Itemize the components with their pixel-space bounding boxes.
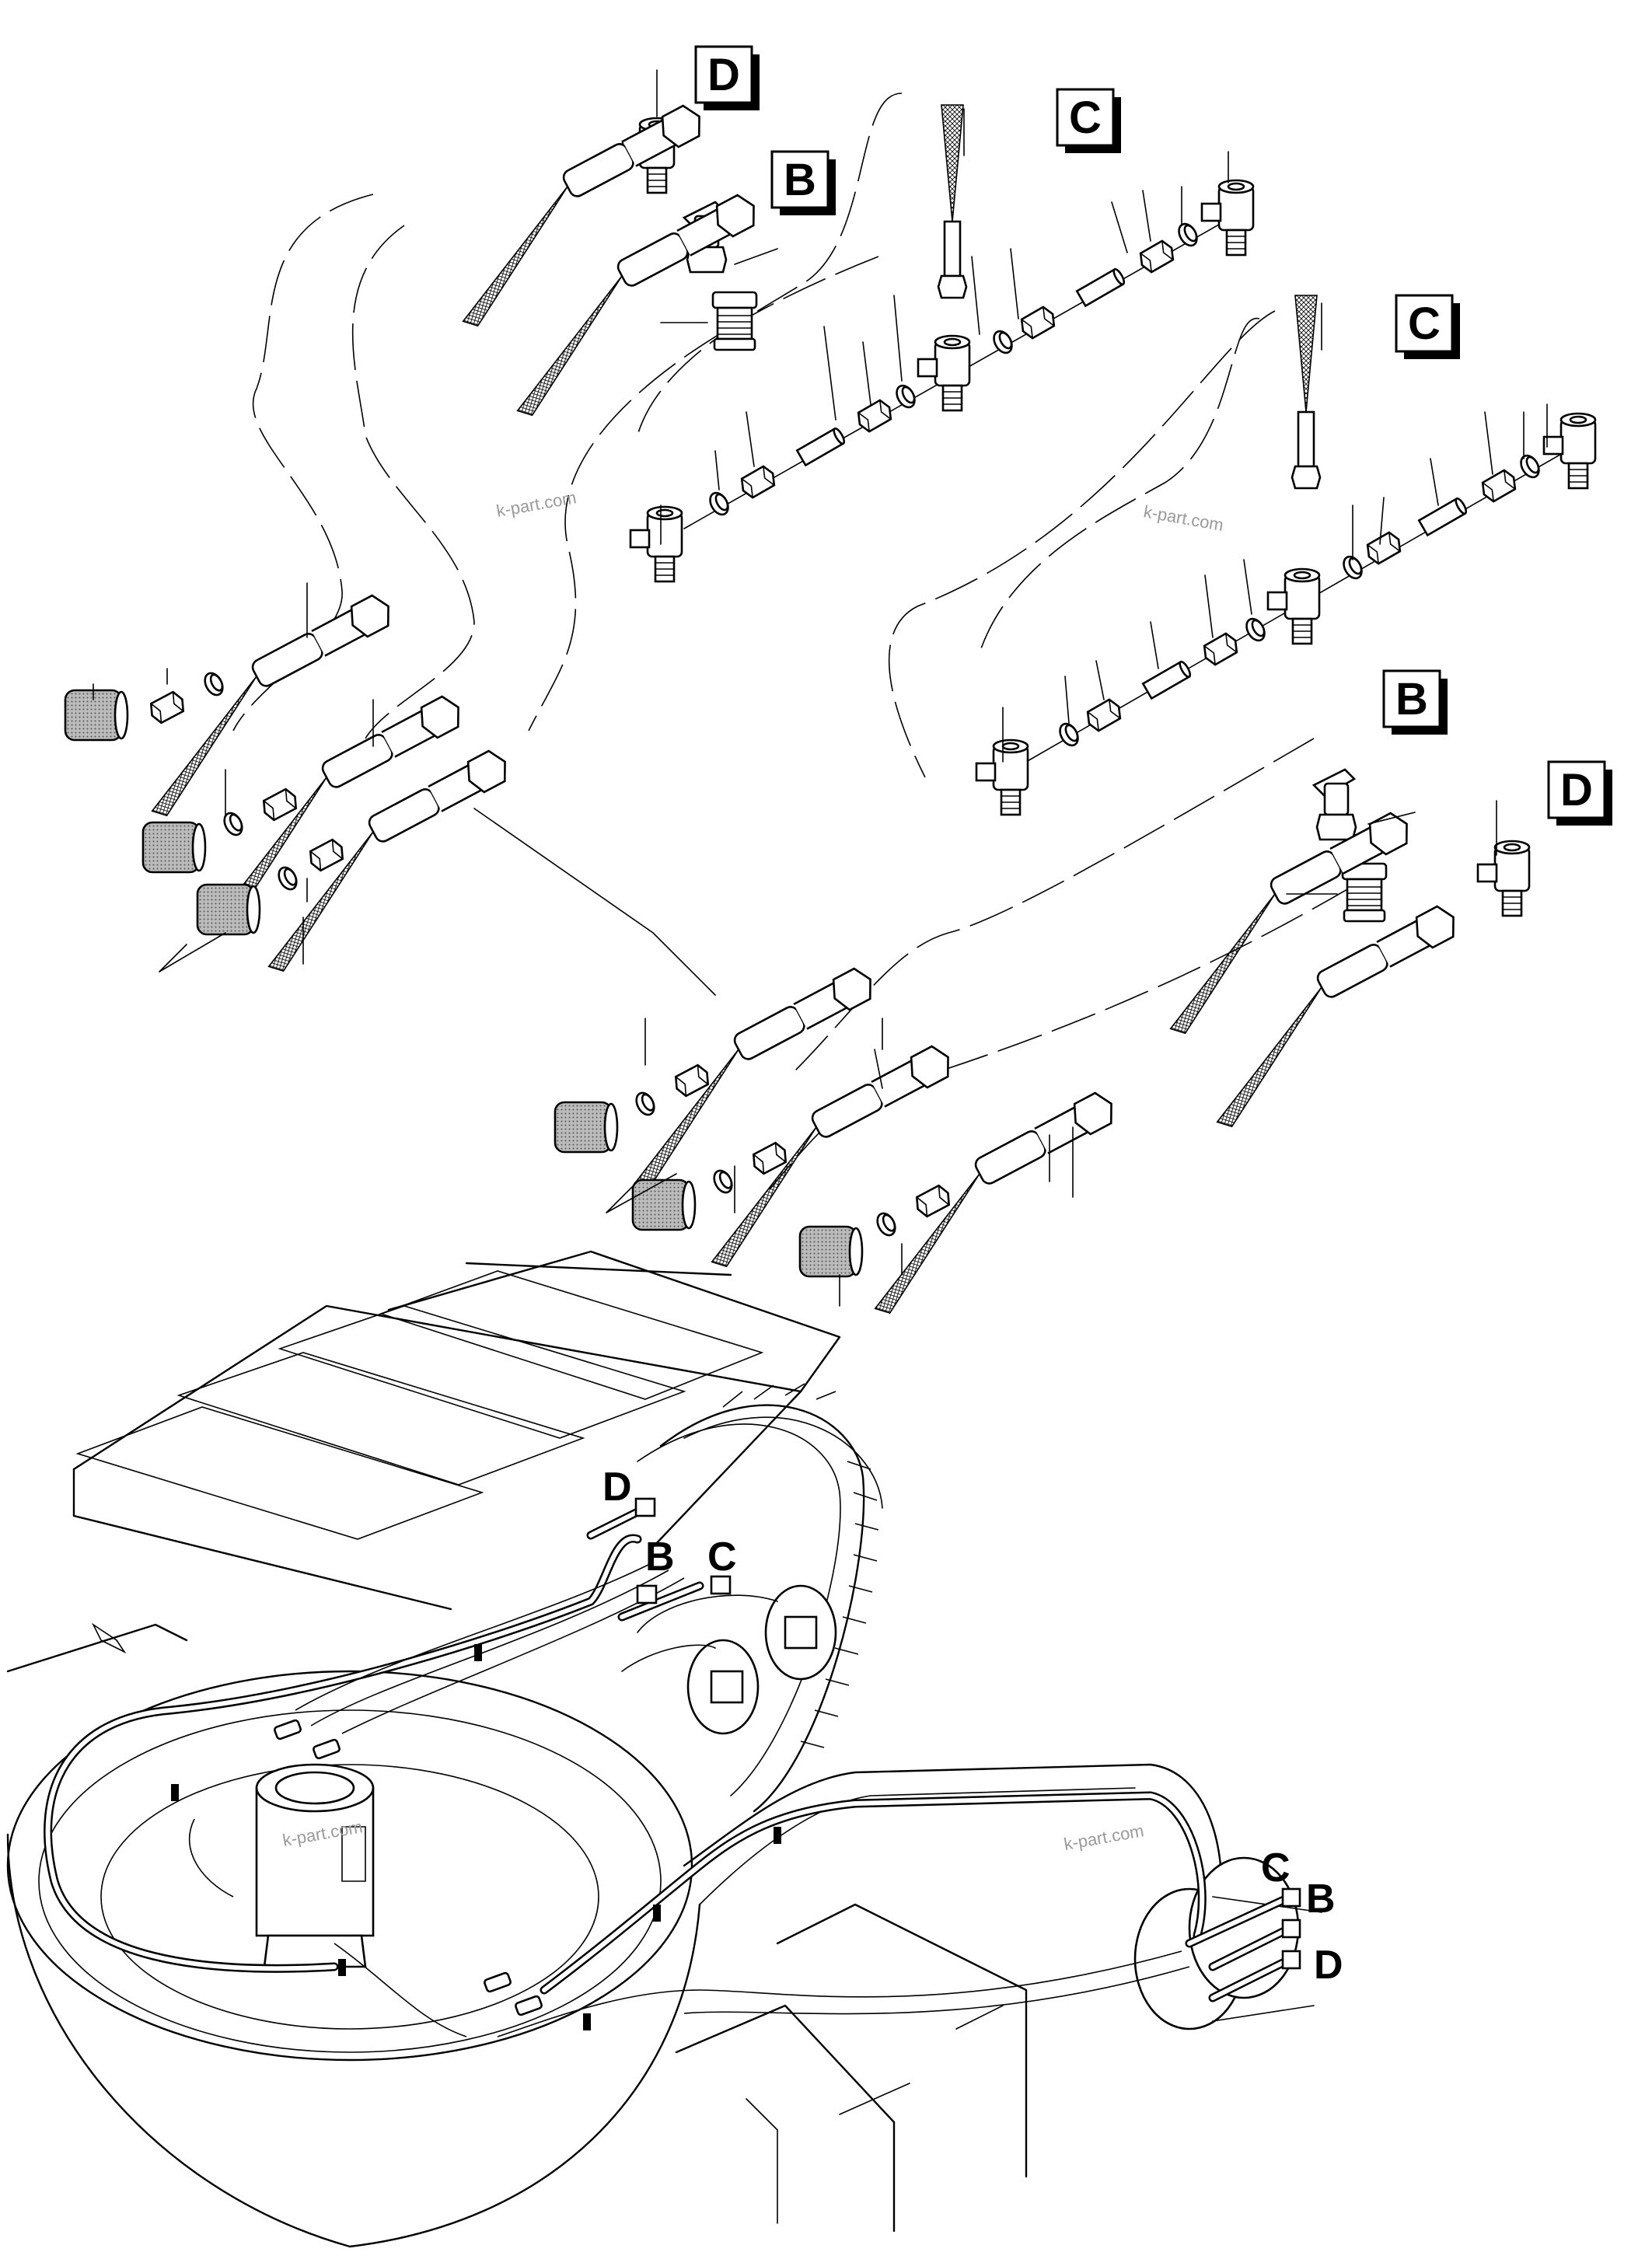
- filter-c-right: [1291, 294, 1322, 490]
- label-box-d-top: D: [694, 45, 760, 110]
- adapter-b-top: [711, 291, 758, 351]
- assy-label-c: C: [707, 1535, 737, 1580]
- label-box-c-top: C: [1056, 88, 1121, 153]
- c-line-assembly-upper: [629, 179, 1255, 583]
- hose-stack-mid: [554, 808, 1446, 1273]
- label-box-b-right: B: [1382, 669, 1448, 735]
- hose-stack-bottom: [798, 901, 1493, 1320]
- svg-text:C: C: [1069, 93, 1102, 143]
- svg-text:D: D: [1560, 765, 1593, 815]
- hose-stack-left-2: [64, 590, 544, 978]
- svg-text:C: C: [1408, 299, 1441, 349]
- c-line-assembly-lower: [975, 412, 1597, 816]
- label-box-d-right: D: [1547, 760, 1612, 826]
- svg-text:B: B: [1395, 674, 1428, 724]
- filter-c-top: [937, 103, 968, 299]
- assy-label-d: D: [602, 1465, 632, 1510]
- adapter-b-right: [1341, 862, 1388, 923]
- hose-routing-assembled: [44, 1497, 1301, 2037]
- svg-text:B: B: [784, 155, 816, 205]
- watermark-4: k-part.com: [1063, 1821, 1146, 1854]
- fitting-d-right: [1476, 840, 1531, 917]
- assy-label-d2: D: [1314, 1943, 1343, 1988]
- label-box-b-top: B: [770, 150, 836, 215]
- assy-label-c2: C: [1261, 1845, 1291, 1891]
- assy-label-b2: B: [1306, 1877, 1336, 1922]
- svg-text:D: D: [707, 50, 740, 100]
- watermark-2: k-part.com: [1142, 501, 1225, 535]
- leader-lines: [93, 69, 1548, 1198]
- assy-label-b: B: [645, 1535, 675, 1580]
- elbow-b-right: [1312, 768, 1357, 841]
- hose-stack-left-1: [421, 100, 793, 422]
- label-box-c-right: C: [1395, 294, 1460, 359]
- machine-outline: [6, 1250, 1322, 2248]
